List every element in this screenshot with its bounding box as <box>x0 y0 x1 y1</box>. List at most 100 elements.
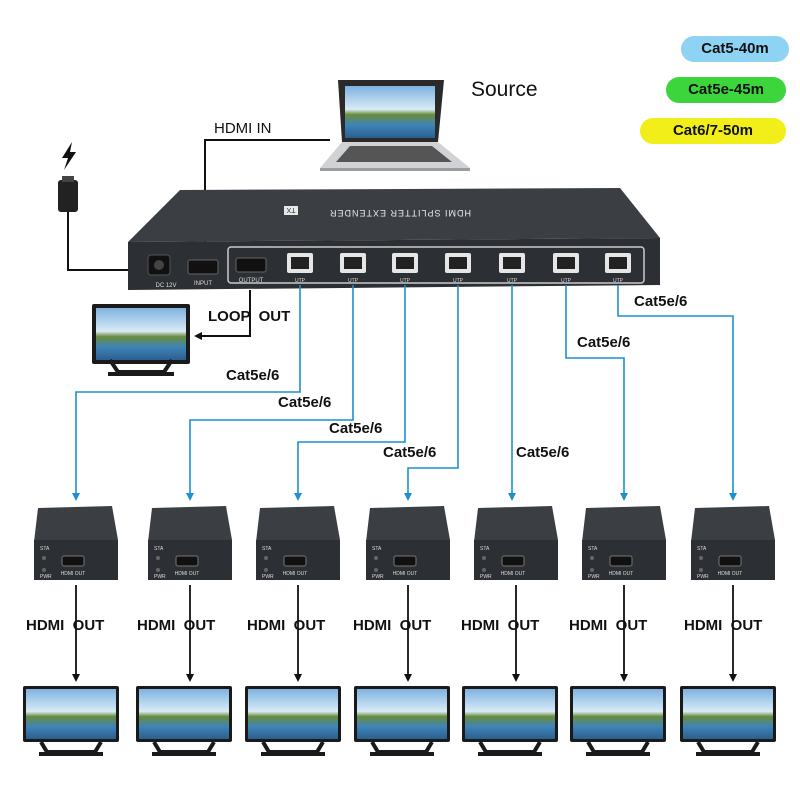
receiver-device: STA PWR HDMI OUT <box>256 506 340 580</box>
receiver-device: STA PWR HDMI OUT <box>148 506 232 580</box>
hdmi-port-icon <box>283 555 307 567</box>
pwr-label: PWR <box>372 574 384 580</box>
lightning-icon <box>62 142 76 170</box>
splitter-device <box>128 188 660 290</box>
monitor-icon <box>136 686 232 756</box>
hdmi-output-port <box>235 257 267 273</box>
cable-line <box>565 285 628 501</box>
badge-cat5e: Cat5e-45m <box>666 77 786 103</box>
rj45-port-opening <box>557 257 575 269</box>
source-label: Source <box>471 78 538 101</box>
monitor-icon <box>354 686 450 756</box>
cable-type-label: Cat5e/6 <box>329 420 383 437</box>
utp-port-label: UTP <box>613 278 624 284</box>
cable-line <box>404 285 459 501</box>
cable-type-label: Cat5e/6 <box>383 444 437 461</box>
hdmi-out-port-label: HDMI OUT <box>609 571 634 577</box>
monitor-icon <box>245 686 341 756</box>
loop-out-label: LOOP OUT <box>208 308 291 325</box>
cable-line <box>294 285 406 501</box>
sta-label: STA <box>480 546 490 552</box>
hdmi-port-icon <box>61 555 85 567</box>
monitor-icon <box>570 686 666 756</box>
hdmi-out-port-label: HDMI OUT <box>718 571 743 577</box>
sta-label: STA <box>40 546 50 552</box>
rj45-port-opening <box>396 257 414 269</box>
device-top-text: HDMI SPLITTER EXTENDER <box>329 208 471 218</box>
cable-type-label: Cat5e/6 <box>278 394 332 411</box>
utp-port-label: UTP <box>507 278 518 284</box>
sta-label: STA <box>588 546 598 552</box>
hdmi-out-port-label: HDMI OUT <box>501 571 526 577</box>
hdmi-out-label: HDMI OUT <box>26 617 105 634</box>
monitor-icon <box>23 686 119 756</box>
rj45-port-opening <box>503 257 521 269</box>
hdmi-out-port-label: HDMI OUT <box>283 571 308 577</box>
receiver-device: STA PWR HDMI OUT <box>582 506 666 580</box>
badge-cat5: Cat5-40m <box>681 36 789 62</box>
hdmi-out-port-label: HDMI OUT <box>393 571 418 577</box>
badge-cat6: Cat6/7-50m <box>640 118 786 144</box>
input-label: INPUT <box>194 281 212 287</box>
hdmi-port-icon <box>393 555 417 567</box>
monitor-icon <box>680 686 776 756</box>
rj45-port-opening <box>344 257 362 269</box>
monitors <box>23 686 776 756</box>
hdmi-port-icon <box>175 555 199 567</box>
hdmi-out-label: HDMI OUT <box>137 617 216 634</box>
sta-label: STA <box>372 546 382 552</box>
pwr-label: PWR <box>40 574 52 580</box>
sta-label: STA <box>154 546 164 552</box>
utp-port-label: UTP <box>561 278 572 284</box>
rj45-port-opening <box>609 257 627 269</box>
hdmi-port-icon <box>718 555 742 567</box>
receiver-device: STA PWR HDMI OUT <box>34 506 118 580</box>
hdmi-port-icon <box>501 555 525 567</box>
cable-type-label: Cat5e/6 <box>577 334 631 351</box>
hdmi-port-icon <box>609 555 633 567</box>
utp-port-label: UTP <box>295 278 306 284</box>
utp-port-label: UTP <box>348 278 359 284</box>
utp-port-label: UTP <box>400 278 411 284</box>
monitor-icon <box>462 686 558 756</box>
hdmi-out-label: HDMI OUT <box>247 617 326 634</box>
cable-line <box>72 285 301 501</box>
hdmi-out-label: HDMI OUT <box>461 617 540 634</box>
hdmi-out-lines <box>72 585 737 682</box>
receivers: STA PWR HDMI OUT STA PWR HDMI OUT STA PWR HDMI O… <box>34 506 775 580</box>
hdmi-in-label: HDMI IN <box>214 120 272 137</box>
hdmi-out-label: HDMI OUT <box>684 617 763 634</box>
hdmi-out-label: HDMI OUT <box>353 617 432 634</box>
cable-line <box>617 285 737 501</box>
loop-out-monitor <box>92 304 190 376</box>
rj45-port-opening <box>291 257 309 269</box>
pwr-label: PWR <box>154 574 166 580</box>
hdmi-out-label: HDMI OUT <box>569 617 648 634</box>
utp-port-label: UTP <box>453 278 464 284</box>
rj45-port-opening <box>449 257 467 269</box>
hdmi-input-port <box>187 259 219 275</box>
pwr-label: PWR <box>588 574 600 580</box>
cable-lines <box>72 285 737 501</box>
pwr-label: PWR <box>480 574 492 580</box>
hdmi-out-port-label: HDMI OUT <box>175 571 200 577</box>
power-adapter-icon <box>58 176 78 212</box>
sta-label: STA <box>262 546 272 552</box>
cable-line <box>186 285 354 501</box>
receiver-device: STA PWR HDMI OUT <box>366 506 450 580</box>
power-line <box>67 210 150 271</box>
device-top-badge: TX <box>286 206 295 213</box>
output-label: OUTPUT <box>239 278 264 284</box>
cable-type-label: Cat5e/6 <box>226 367 280 384</box>
loop-out-line <box>194 290 251 340</box>
hdmi-out-port-label: HDMI OUT <box>61 571 86 577</box>
pwr-label: PWR <box>697 574 709 580</box>
laptop-icon <box>320 80 470 171</box>
cable-type-label: Cat5e/6 <box>634 293 688 310</box>
pwr-label: PWR <box>262 574 274 580</box>
utp-ports: UTP UTP UTP UTP UTP UTP UTP <box>287 253 631 284</box>
cable-type-label: Cat5e/6 <box>516 444 570 461</box>
